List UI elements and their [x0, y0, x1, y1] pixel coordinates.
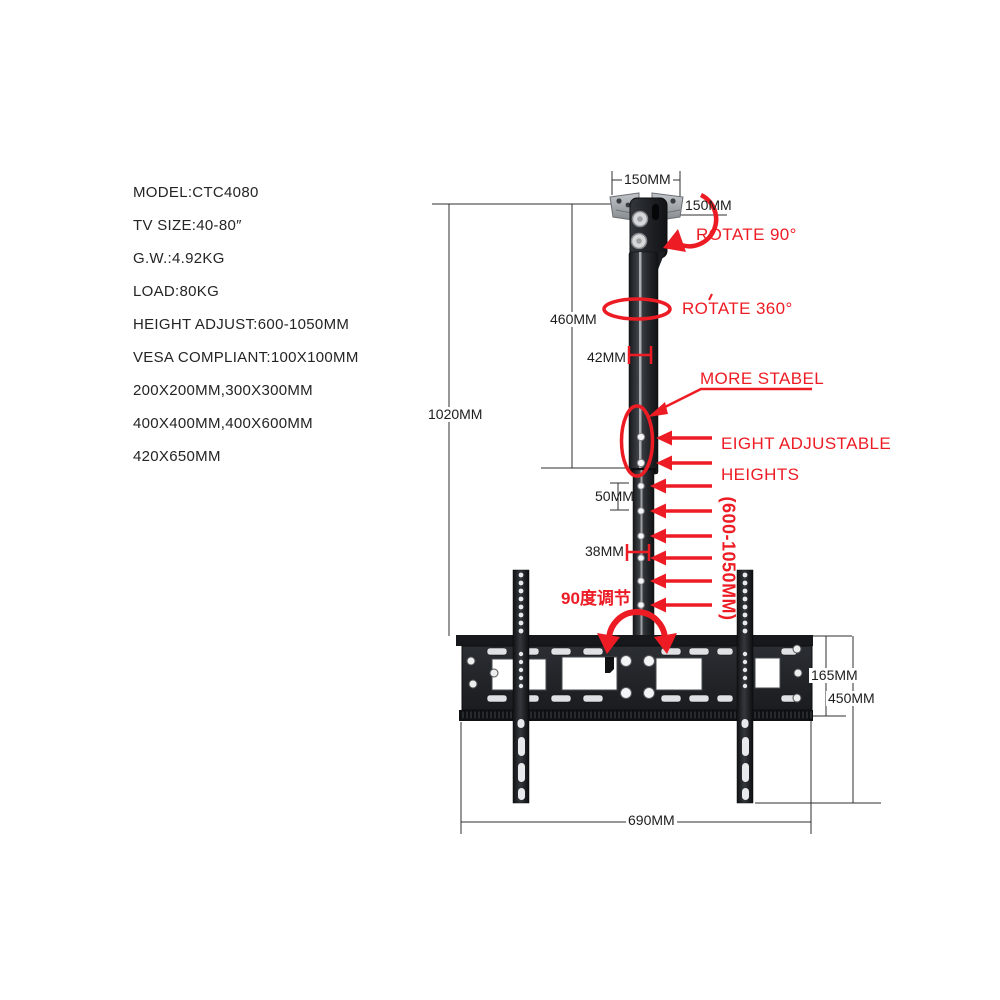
dim-ceiling-plate-depth: 150MM	[685, 197, 732, 213]
spec-vesa-2: 200X200MM,300X300MM	[133, 382, 313, 399]
38mm-ticks	[625, 544, 651, 561]
eight-adjustable-label: EIGHT ADJUSTABLE	[721, 434, 892, 453]
tv-bracket-plate	[456, 635, 813, 721]
more-stable-leader-arrow	[648, 387, 812, 417]
vesa-rails	[512, 569, 754, 804]
spec-list: MODEL:CTC4080 TV SIZE:40-80″ G.W.:4.92KG…	[133, 176, 359, 473]
spec-tv-size: TV SIZE:40-80″	[133, 217, 242, 234]
height-adjust-holes	[636, 432, 646, 609]
rotate-90-arrow	[663, 192, 719, 252]
dim-hole-pitch: 50MM	[595, 488, 634, 504]
more-stable-label: MORE STABEL	[700, 369, 825, 388]
dim-outer-tube-width: 42MM	[587, 349, 626, 365]
dim-upper-tube: 460MM	[548, 311, 599, 327]
adjustment-zone-ellipse	[619, 404, 655, 478]
spec-height-adjust: HEIGHT ADJUST:600-1050MM	[133, 316, 350, 333]
dim-inner-tube-width: 38MM	[585, 543, 624, 559]
locking-hook	[605, 657, 614, 673]
dim-overall-height: 1020MM	[426, 406, 485, 422]
spec-load: LOAD:80KG	[133, 283, 220, 300]
dim-ceiling-plate-width: 150MM	[622, 171, 673, 187]
rotate-90-label: ROTATE 90°	[696, 225, 797, 244]
heights-label: HEIGHTS	[721, 465, 800, 484]
rotate-360-label: ROTATE 360°	[682, 299, 793, 318]
dim-bracket-width: 690MM	[626, 812, 677, 828]
ceiling-mount-bracket	[609, 192, 684, 272]
spec-gross-weight: G.W.:4.92KG	[133, 250, 225, 267]
red-annotations	[597, 192, 812, 654]
dim-bracket-height: 450MM	[826, 690, 877, 706]
height-range-label: (600-1050MM)	[718, 496, 739, 621]
spec-model: MODEL:CTC4080	[133, 184, 259, 201]
spec-vesa-1: VESA COMPLIANT:100X100MM	[133, 349, 359, 366]
tilt-90-cn-label: 90度调节	[561, 589, 631, 608]
spec-vesa-3: 400X400MM,400X600MM	[133, 415, 313, 432]
dim-plate-face-height: 165MM	[809, 667, 860, 683]
tilt-90-arc-arrow	[597, 609, 677, 654]
pivot-hub	[629, 197, 668, 259]
height-hole-arrows	[650, 430, 712, 613]
rotate-360-ellipse	[602, 293, 713, 321]
spec-vesa-4: 420X650MM	[133, 448, 221, 465]
42mm-ticks	[627, 346, 653, 364]
